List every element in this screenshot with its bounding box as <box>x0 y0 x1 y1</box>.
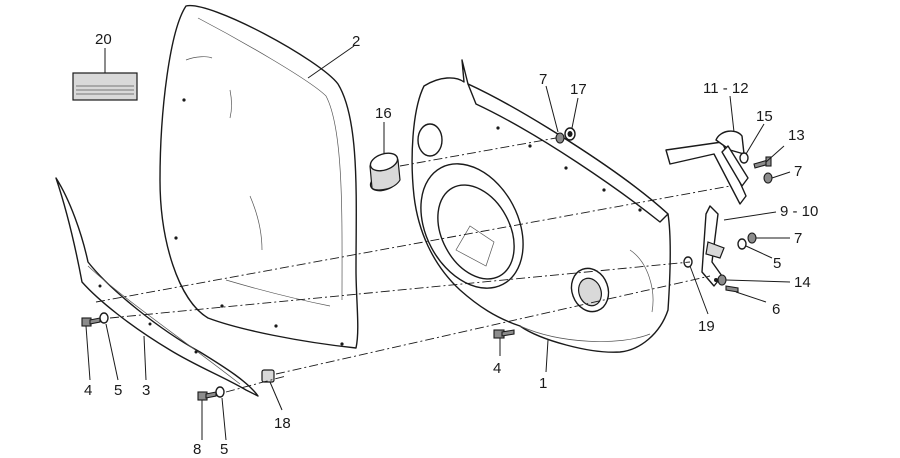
part-5-washer-b <box>215 386 225 398</box>
callout-labels: 20 2 16 7 17 11 - 12 15 13 7 9 - 10 7 5 … <box>84 31 818 458</box>
callout-8: 8 <box>193 441 201 458</box>
part-4-screw-b <box>493 329 515 339</box>
part-6-screw <box>725 285 739 293</box>
part-7-nut-a <box>555 132 565 144</box>
callout-5-bottom: 5 <box>220 441 228 458</box>
part-2-windshield <box>159 4 359 349</box>
callout-7-right: 7 <box>794 163 802 180</box>
callout-11-12: 11 - 12 <box>703 80 749 97</box>
part-16-ring <box>369 152 401 192</box>
callout-9-10: 9 - 10 <box>780 203 818 220</box>
part-8-screw <box>197 391 217 401</box>
part-7-nut-b <box>763 172 773 184</box>
part-1-fairing <box>411 59 672 353</box>
callout-16: 16 <box>375 105 392 122</box>
callout-15: 15 <box>756 108 773 125</box>
assembly-lines <box>95 137 731 393</box>
leader-lines <box>85 45 791 441</box>
callout-18: 18 <box>274 415 291 432</box>
part-17-washer <box>564 127 576 141</box>
callout-1: 1 <box>539 375 547 392</box>
part-7-nut-c <box>747 232 757 244</box>
part-15-spacer <box>739 152 749 164</box>
part-14-washer <box>717 274 727 286</box>
callout-14: 14 <box>794 274 811 291</box>
part-18-spacer <box>261 369 275 383</box>
callout-4-center: 4 <box>493 360 501 377</box>
part-20-decal <box>72 72 138 101</box>
callout-17: 17 <box>570 81 587 98</box>
callout-2: 2 <box>352 33 360 50</box>
callout-6: 6 <box>772 301 780 318</box>
callout-4-left: 4 <box>84 382 92 399</box>
callout-7-lower: 7 <box>794 230 802 247</box>
callout-3: 3 <box>142 382 150 399</box>
callout-20: 20 <box>95 31 112 48</box>
part-4-screw-a <box>81 317 101 327</box>
part-13-screw <box>753 156 772 169</box>
callout-5-left: 5 <box>114 382 122 399</box>
part-5-washer-a <box>99 312 109 324</box>
callout-7-top: 7 <box>539 71 547 88</box>
callout-13: 13 <box>788 127 805 144</box>
callout-19: 19 <box>698 318 715 335</box>
callout-5-right: 5 <box>773 255 781 272</box>
part-5-washer-c <box>737 238 747 250</box>
part-3-deflector-strip <box>55 177 259 397</box>
